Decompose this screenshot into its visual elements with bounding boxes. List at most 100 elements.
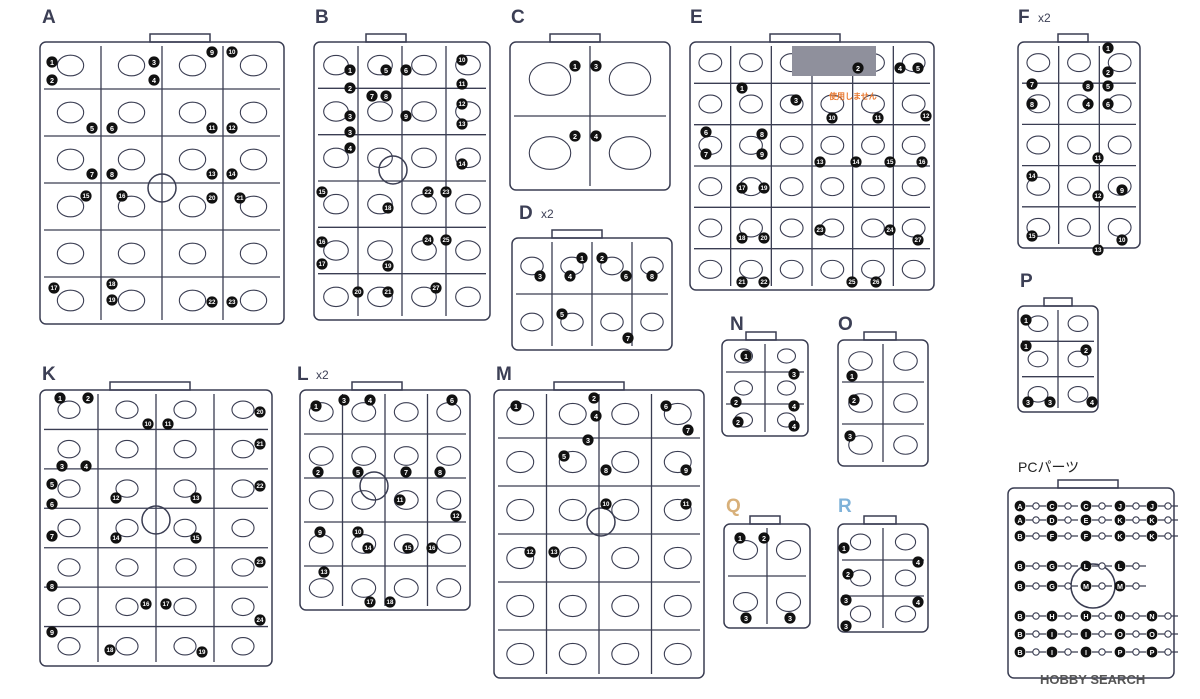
svg-text:8: 8 xyxy=(1086,82,1090,91)
part-number-badge: 14 xyxy=(226,168,238,180)
svg-text:8: 8 xyxy=(50,582,54,591)
svg-text:F: F xyxy=(1084,532,1089,541)
part-number-badge: 11 xyxy=(394,494,406,506)
part-number-badge: 10 xyxy=(826,112,838,124)
part-number-badge: 1 xyxy=(740,350,752,362)
part-number-badge: 4 xyxy=(1086,396,1098,408)
plastic-part xyxy=(173,439,197,459)
plastic-part xyxy=(893,435,918,455)
svg-text:16: 16 xyxy=(319,239,326,246)
sheet-multiplier-D: x2 xyxy=(541,207,554,221)
part-number-badge: 9 xyxy=(680,464,692,476)
part-number-badge: 7 xyxy=(46,530,58,542)
svg-text:B: B xyxy=(1017,532,1022,541)
plastic-part xyxy=(367,147,393,169)
plastic-part xyxy=(308,446,334,466)
plastic-part xyxy=(820,259,845,279)
plastic-part xyxy=(739,218,763,238)
part-number-badge: 2 xyxy=(758,532,770,544)
part-number-badge: 20 xyxy=(758,232,770,244)
runner-hub xyxy=(378,155,408,185)
svg-text:7: 7 xyxy=(50,532,54,541)
svg-text:9: 9 xyxy=(318,528,322,537)
runner-hub xyxy=(586,507,616,537)
sheet-letter-C: C xyxy=(511,7,525,28)
plastic-part xyxy=(558,594,587,618)
part-number-badge: O xyxy=(1114,628,1126,640)
plastic-part xyxy=(56,101,85,124)
svg-text:4: 4 xyxy=(594,132,598,141)
plastic-part xyxy=(739,135,763,155)
svg-text:4: 4 xyxy=(898,64,902,73)
part-number-badge: 3 xyxy=(784,612,796,624)
plastic-part xyxy=(393,578,419,598)
plastic-part xyxy=(436,446,462,466)
plastic-part xyxy=(308,490,334,510)
part-number-badge: 4 xyxy=(788,420,800,432)
svg-text:E: E xyxy=(1084,516,1089,525)
part-number-badge: 5 xyxy=(46,478,58,490)
plastic-part xyxy=(558,498,587,522)
plastic-part xyxy=(117,242,146,265)
part-number-badge: 14 xyxy=(1026,170,1038,182)
svg-text:2: 2 xyxy=(846,570,850,579)
part-number-badge: B xyxy=(1014,646,1026,658)
part-number-badge: 3 xyxy=(840,620,852,632)
part-number-badge: 8 xyxy=(1026,98,1038,110)
sheet-frame-R xyxy=(837,515,929,633)
svg-text:A: A xyxy=(1017,502,1022,511)
plastic-part xyxy=(239,242,268,265)
plastic-part xyxy=(611,498,640,522)
plastic-part xyxy=(351,578,377,598)
plastic-part xyxy=(115,479,139,498)
svg-text:1: 1 xyxy=(348,66,352,75)
part-number-badge: 15 xyxy=(80,190,92,202)
plastic-part xyxy=(776,348,797,364)
plastic-part xyxy=(663,402,692,426)
svg-text:7: 7 xyxy=(90,170,94,179)
svg-text:18: 18 xyxy=(109,281,116,288)
svg-text:15: 15 xyxy=(319,189,326,196)
sheet-letter-K: K xyxy=(42,364,56,385)
part-number-badge: 21 xyxy=(736,276,748,288)
svg-text:11: 11 xyxy=(209,125,216,132)
part-number-badge: 8 xyxy=(646,270,658,282)
svg-text:10: 10 xyxy=(1119,237,1126,244)
plastic-part xyxy=(820,135,845,155)
svg-text:1: 1 xyxy=(573,62,577,71)
svg-text:22: 22 xyxy=(209,299,216,306)
svg-text:12: 12 xyxy=(1095,193,1102,200)
part-number-badge: 10 xyxy=(352,526,364,538)
svg-text:8: 8 xyxy=(604,466,608,475)
part-number-badge: 13 xyxy=(456,118,468,130)
svg-text:3: 3 xyxy=(152,58,156,67)
svg-text:11: 11 xyxy=(459,81,466,88)
part-number-badge: 8 xyxy=(434,466,446,478)
svg-text:K: K xyxy=(1117,532,1123,541)
plastic-part xyxy=(848,351,873,371)
plastic-part xyxy=(115,518,139,538)
part-number-badge: 6 xyxy=(106,122,118,134)
svg-text:2: 2 xyxy=(852,396,856,405)
plastic-part xyxy=(436,534,462,554)
svg-text:23: 23 xyxy=(257,559,264,566)
svg-text:C: C xyxy=(1083,502,1088,511)
svg-text:B: B xyxy=(1017,630,1022,639)
part-number-badge: O xyxy=(1146,628,1158,640)
svg-text:9: 9 xyxy=(760,150,764,159)
svg-text:6: 6 xyxy=(50,500,54,509)
sheet-frame-K xyxy=(39,381,273,667)
sheet-frame-B xyxy=(313,33,491,321)
plastic-part xyxy=(57,637,81,656)
svg-text:4: 4 xyxy=(916,558,920,567)
pc-parts-title: PCパーツ xyxy=(1018,459,1080,475)
svg-text:1: 1 xyxy=(738,534,742,543)
part-number-badge: 15 xyxy=(1026,230,1038,242)
plastic-part xyxy=(436,402,462,422)
svg-text:12: 12 xyxy=(923,113,930,120)
part-number-badge: 7 xyxy=(682,424,694,436)
plastic-part xyxy=(455,286,481,308)
svg-text:N: N xyxy=(1117,612,1122,621)
